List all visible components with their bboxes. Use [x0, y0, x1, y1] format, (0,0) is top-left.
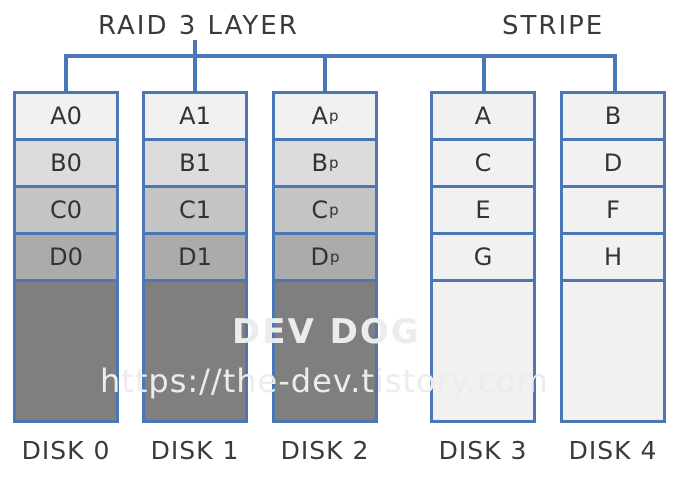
block-b: B — [563, 94, 663, 141]
disk-1-empty-space — [145, 282, 245, 420]
disk-4-label: DISK 4 — [568, 436, 658, 465]
connector-raid-stem — [193, 40, 197, 56]
block-a: A — [433, 94, 533, 141]
block-b1: B1 — [145, 141, 245, 188]
block-c1: C1 — [145, 188, 245, 235]
disk-4: B D F H — [560, 91, 666, 423]
connector-drop-disk0 — [64, 54, 68, 92]
block-d1: D1 — [145, 235, 245, 282]
disk-3: A C E G — [430, 91, 536, 423]
block-c: C — [433, 141, 533, 188]
block-b0: B0 — [16, 141, 116, 188]
block-d0: D0 — [16, 235, 116, 282]
watermark-brand: DEV DOG — [232, 312, 421, 352]
connector-drop-disk1 — [193, 54, 197, 92]
disk-0-empty-space — [16, 282, 116, 420]
disk-4-empty-space — [563, 282, 663, 420]
connector-horizontal-line — [64, 54, 617, 58]
block-a1: A1 — [145, 94, 245, 141]
block-h: H — [563, 235, 663, 282]
disk-3-empty-space — [433, 282, 533, 420]
disk-0-label: DISK 0 — [21, 436, 111, 465]
block-d: D — [563, 141, 663, 188]
watermark-url: https://the-dev.tistory.com — [100, 362, 549, 400]
block-c0: C0 — [16, 188, 116, 235]
connector-drop-disk3 — [482, 54, 486, 92]
stripe-title: STRIPE — [502, 11, 605, 41]
disk-2-label: DISK 2 — [280, 436, 370, 465]
disk-1: A1 B1 C1 D1 — [142, 91, 248, 423]
block-e: E — [433, 188, 533, 235]
connector-drop-disk4 — [613, 54, 617, 92]
connector-drop-disk2 — [323, 54, 327, 92]
disk-3-label: DISK 3 — [438, 436, 528, 465]
disk-0: A0 B0 C0 D0 — [13, 91, 119, 423]
block-g: G — [433, 235, 533, 282]
block-f: F — [563, 188, 663, 235]
block-a0: A0 — [16, 94, 116, 141]
disk-1-label: DISK 1 — [150, 436, 240, 465]
raid3-layer-title: RAID 3 LAYER — [98, 11, 299, 41]
disk-2-empty-space — [275, 282, 375, 420]
